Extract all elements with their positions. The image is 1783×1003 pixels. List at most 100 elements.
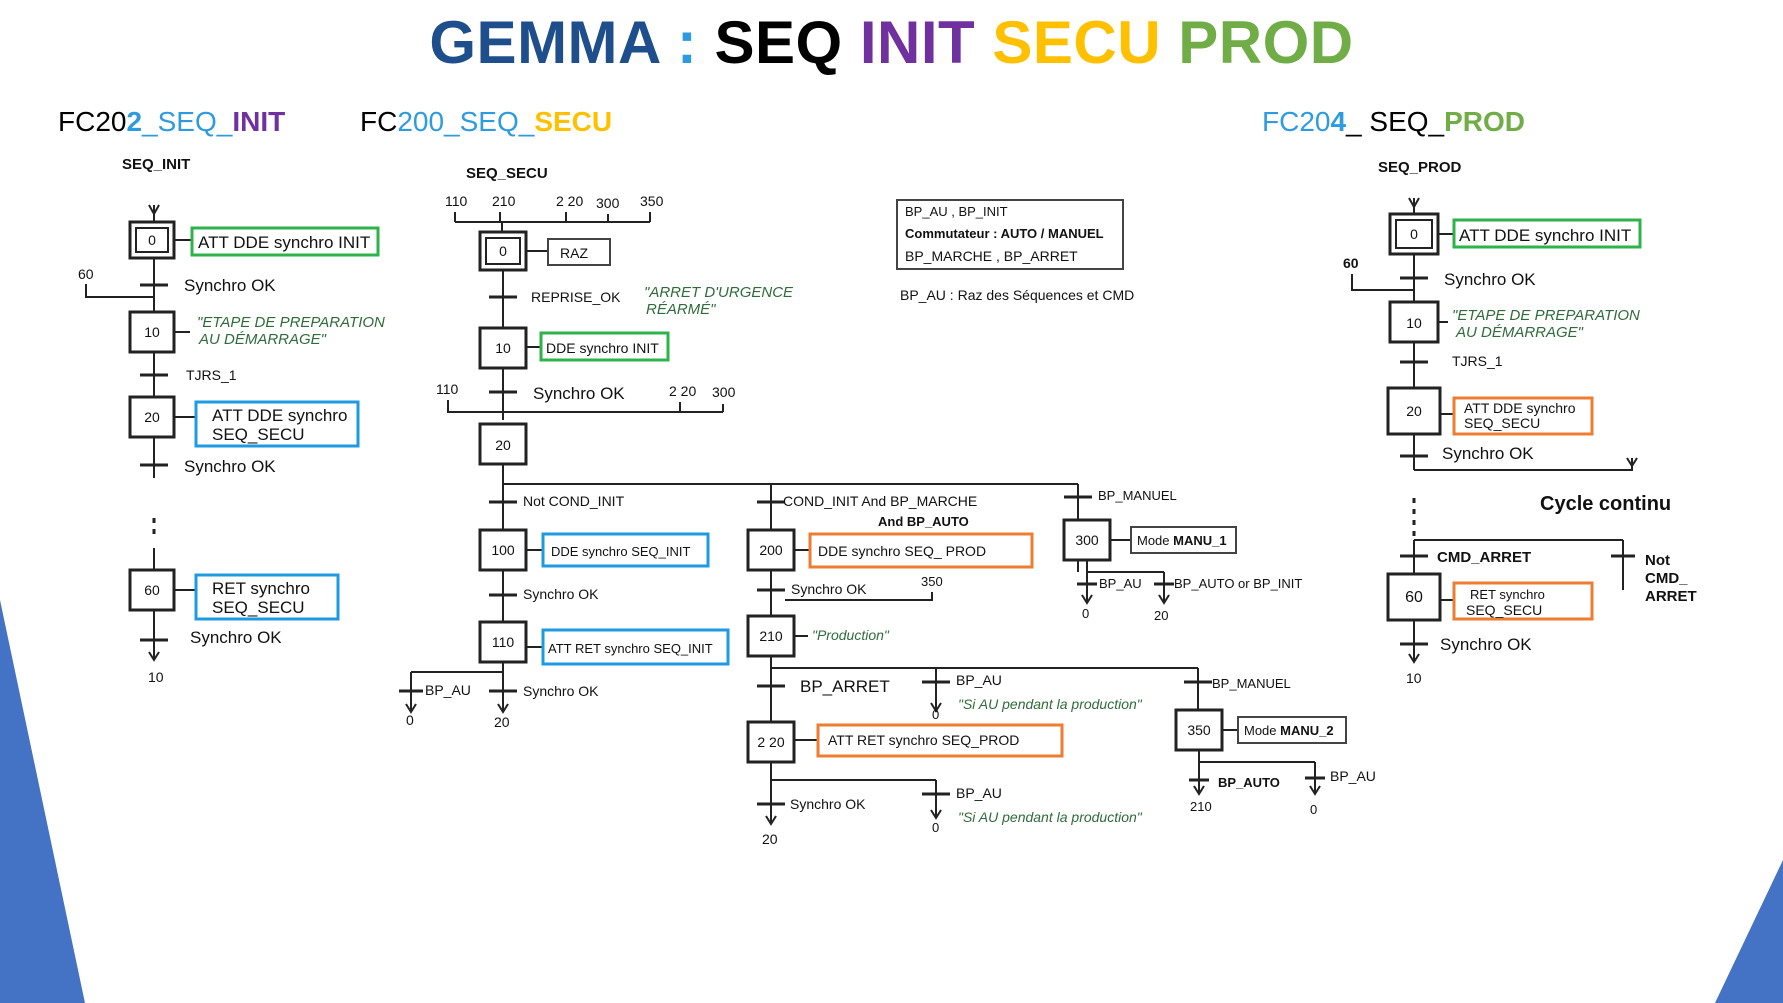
- corner-left-shape: [0, 600, 85, 1003]
- legend-line-3: BP_MARCHE , BP_ARRET: [905, 248, 1078, 264]
- seq-prod-ref-out-10: 10: [1406, 670, 1422, 686]
- seq-init-action-0: ATT DDE synchro INIT: [198, 233, 370, 252]
- seq-init-grafcet: SEQ_INIT 0 ATT DDE synchro INIT Synchro …: [78, 156, 385, 685]
- seq-secu-step-350: 350: [1187, 722, 1211, 738]
- seq-secu-action-300: Mode MANU_1: [1137, 533, 1227, 548]
- seq-secu-t210b: BP_AU: [956, 672, 1002, 688]
- fc202-name: INIT: [232, 106, 286, 137]
- seq-prod-t60: Synchro OK: [1440, 635, 1532, 654]
- legend-line-2: Commutateur : AUTO / MANUEL: [905, 226, 1104, 241]
- seq-secu-comment-reprise-b: RÉARMÉ": [646, 301, 716, 318]
- seq-secu-step-0: 0: [499, 243, 507, 259]
- seq-prod-t-not-c: ARRET: [1645, 588, 1697, 605]
- seq-secu-out210-ref-0: 0: [932, 707, 939, 722]
- seq-init-t0: Synchro OK: [184, 276, 276, 295]
- title-init: INIT: [859, 9, 993, 76]
- seq-init-action-20b: SEQ_SECU: [212, 425, 305, 444]
- fc202-num: 2: [126, 106, 143, 137]
- seq-secu-in20-ref-300: 300: [712, 384, 736, 400]
- seq-init-step-20: 20: [144, 409, 160, 425]
- seq-secu-action-100: DDE synchro SEQ_INIT: [551, 544, 690, 559]
- fc204-label: FC204_ SEQ_PROD: [1262, 106, 1525, 138]
- slide-title: GEMMA : SEQ INIT SECU PROD: [0, 8, 1783, 77]
- seq-secu-grafcet: SEQ_SECU 110 210 2 20 300 350 0 RAZ REPR…: [399, 165, 1376, 847]
- seq-secu-t110b: Synchro OK: [523, 683, 599, 699]
- seq-init-step-10: 10: [144, 324, 160, 340]
- seq-secu-step-210: 210: [759, 628, 783, 644]
- seq-prod-t-not-a: Not: [1645, 552, 1670, 569]
- seq-secu-in20-ref-220: 2 20: [669, 383, 696, 399]
- seq-prod-step-20: 20: [1406, 403, 1422, 419]
- seq-prod-ref-60: 60: [1343, 255, 1359, 271]
- seq-secu-name: SEQ_SECU: [466, 165, 548, 182]
- fc200-num: 200: [397, 106, 445, 137]
- fc204-num: 4: [1330, 106, 1347, 137]
- seq-init-t10: TJRS_1: [186, 367, 237, 383]
- seq-secu-action-10: DDE synchro INIT: [546, 340, 659, 356]
- title-secu: SECU: [992, 9, 1179, 76]
- fc204-prefix: FC20: [1262, 106, 1331, 137]
- seq-prod-t-arret: CMD_ARRET: [1437, 549, 1531, 566]
- seq-secu-step-200: 200: [759, 542, 783, 558]
- seq-secu-t300b: BP_AUTO or BP_INIT: [1174, 576, 1302, 591]
- seq-init-action-60a: RET synchro: [212, 579, 310, 598]
- seq-secu-top-ref-350: 350: [640, 193, 664, 209]
- fc204-mid: _ SEQ_: [1346, 106, 1445, 137]
- seq-init-action-20a: ATT DDE synchro: [212, 406, 347, 425]
- seq-secu-action-350: Mode MANU_2: [1244, 723, 1334, 738]
- seq-secu-t0: REPRISE_OK: [531, 289, 621, 305]
- seq-secu-step-220: 2 20: [757, 734, 784, 750]
- seq-prod-cycle-label: Cycle continu: [1540, 493, 1671, 515]
- seq-init-t20: Synchro OK: [184, 457, 276, 476]
- seq-secu-out300-ref-0: 0: [1082, 606, 1089, 621]
- seq-secu-top-ref-300: 300: [596, 195, 620, 211]
- seq-secu-t20b: COND_INIT And BP_MARCHE: [783, 493, 977, 509]
- seq-secu-out110-ref-0: 0: [406, 712, 414, 728]
- seq-prod-comment-a: "ETAPE DE PREPARATION: [1452, 307, 1640, 324]
- seq-secu-out350-ref-210: 210: [1190, 799, 1212, 814]
- seq-init-ref-out-10: 10: [148, 669, 164, 685]
- fc200-name: SECU: [534, 106, 613, 137]
- seq-prod-comment-b: AU DÉMARRAGE": [1455, 324, 1584, 341]
- fc202-label: FC202_SEQ_INIT: [58, 106, 285, 138]
- seq-secu-t350b: BP_AU: [1330, 768, 1376, 784]
- seq-secu-out220-ref-0: 0: [932, 820, 939, 835]
- seq-secu-top-ref-220: 2 20: [556, 193, 583, 209]
- seq-secu-step-300: 300: [1075, 532, 1099, 548]
- seq-init-step-0: 0: [148, 232, 156, 248]
- seq-init-ref-60: 60: [78, 266, 94, 282]
- seq-secu-t220b: BP_AU: [956, 785, 1002, 801]
- seq-prod-grafcet: SEQ_PROD 0 ATT DDE synchro INIT Synchro …: [1343, 159, 1697, 686]
- seq-init-step-60: 60: [144, 582, 160, 598]
- seq-secu-ref-350: 350: [921, 574, 943, 589]
- seq-secu-out220-ref-20: 20: [762, 831, 778, 847]
- seq-secu-out300-ref-20: 20: [1154, 608, 1168, 623]
- seq-prod-action-0: ATT DDE synchro INIT: [1459, 226, 1631, 245]
- seq-secu-t350a: BP_AUTO: [1218, 775, 1280, 790]
- seq-secu-top-ref-210: 210: [492, 193, 516, 209]
- seq-init-comment-b: AU DÉMARRAGE": [198, 331, 327, 348]
- legend-note: BP_AU : Raz des Séquences et CMD: [900, 287, 1134, 303]
- seq-prod-action-20a: ATT DDE synchro: [1464, 400, 1576, 416]
- corner-right-shape: [1715, 860, 1783, 1003]
- seq-init-action-60b: SEQ_SECU: [212, 598, 305, 617]
- seq-prod-action-60b: SEQ_SECU: [1466, 602, 1542, 618]
- seq-secu-step-10: 10: [495, 340, 511, 356]
- legend-box: BP_AU , BP_INIT Commutateur : AUTO / MAN…: [896, 199, 1134, 303]
- seq-prod-name: SEQ_PROD: [1378, 159, 1462, 176]
- fc200-prefix: FC: [360, 106, 398, 137]
- seq-secu-action-110: ATT RET synchro SEQ_INIT: [548, 641, 713, 656]
- seq-init-comment-a: "ETAPE DE PREPARATION: [197, 314, 385, 331]
- seq-secu-t220a: Synchro OK: [790, 796, 866, 812]
- seq-prod-step-60: 60: [1405, 589, 1423, 606]
- seq-secu-t110a: BP_AU: [425, 682, 471, 698]
- fc202-prefix: FC20: [58, 106, 127, 137]
- seq-prod-t0: Synchro OK: [1444, 270, 1536, 289]
- seq-secu-step-100: 100: [491, 542, 515, 558]
- seq-secu-out110-ref-20: 20: [494, 714, 510, 730]
- seq-prod-action-20b: SEQ_SECU: [1464, 415, 1540, 431]
- seq-secu-top-ref-110: 110: [445, 193, 468, 209]
- seq-prod-action-60a: RET synchro: [1470, 587, 1545, 602]
